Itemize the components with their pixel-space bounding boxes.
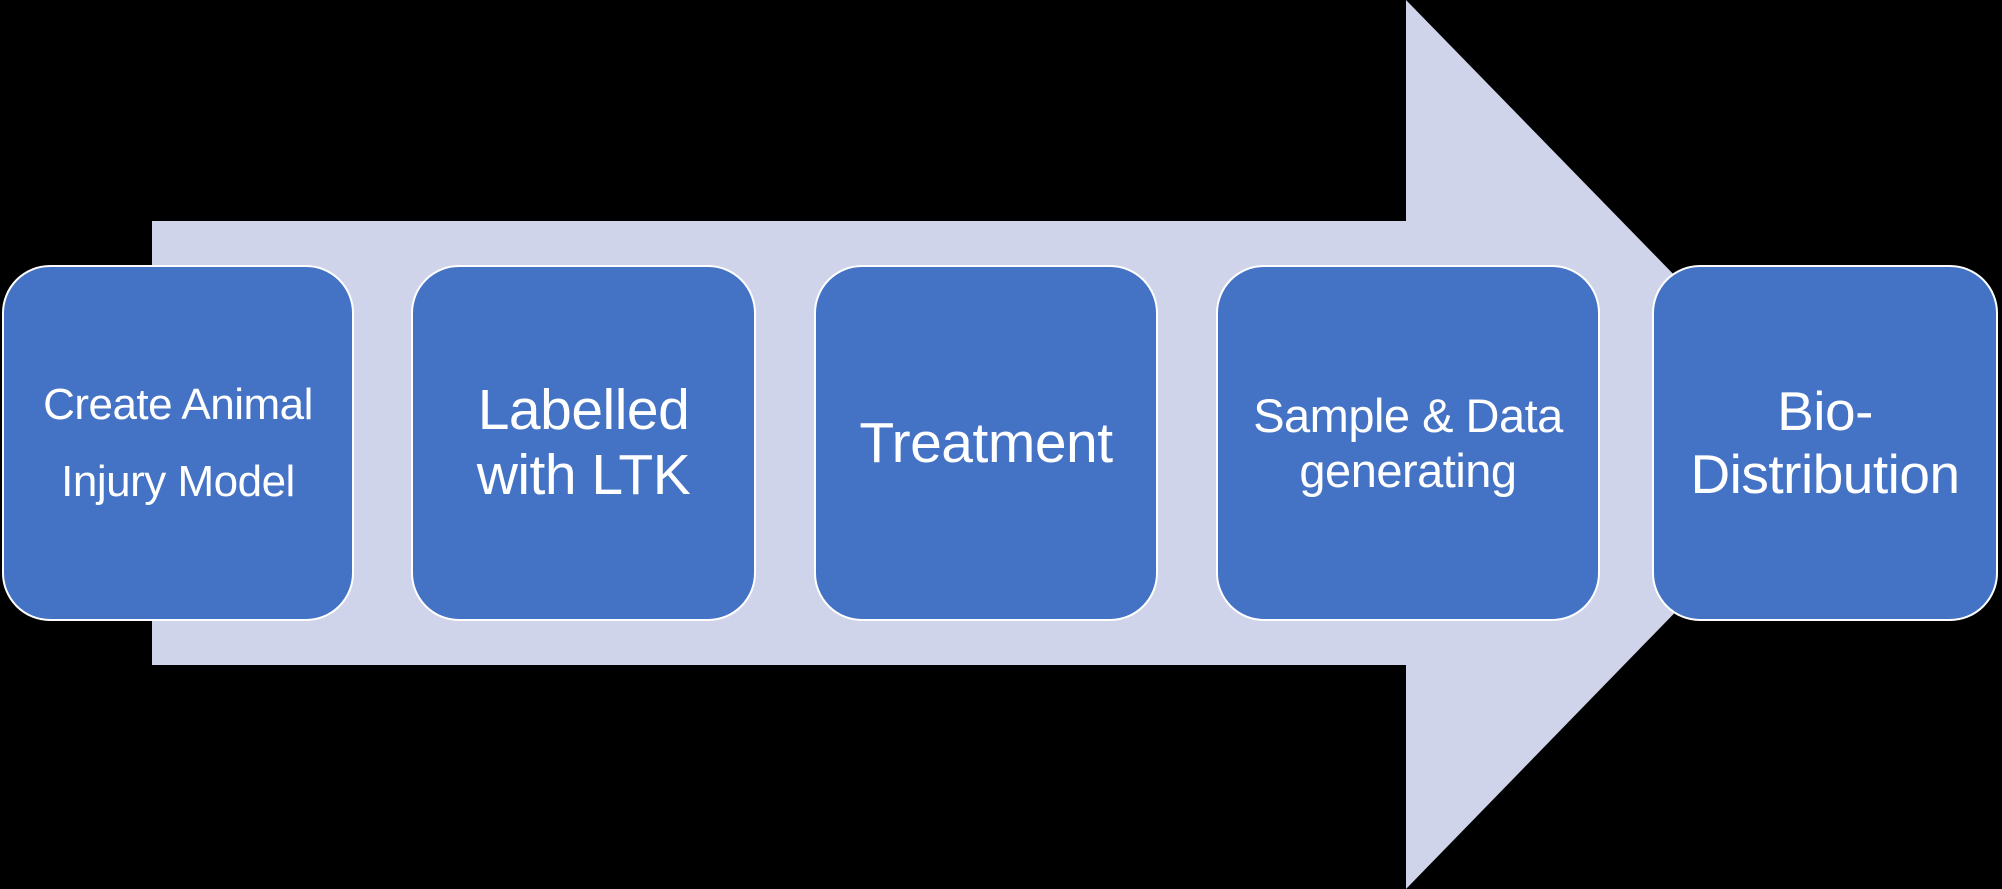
step-label-line: generating bbox=[1299, 444, 1517, 497]
step-box-create-animal-injury-model: Create Animal Injury Model bbox=[2, 265, 354, 621]
step-label-line: with LTK bbox=[476, 443, 691, 507]
step-box-sample-and-data-generating: Sample & Data generating bbox=[1216, 265, 1600, 621]
step-label-line: Sample & Data bbox=[1253, 389, 1563, 442]
step-box-treatment: Treatment bbox=[814, 265, 1158, 621]
step-box-labelled-with-ltk: Labelled with LTK bbox=[411, 265, 756, 621]
step-label-line: Injury Model bbox=[61, 457, 295, 506]
step-label-line: Treatment bbox=[859, 410, 1113, 475]
step-label-line: Bio- bbox=[1777, 380, 1873, 442]
step-label-line: Distribution bbox=[1690, 443, 1960, 505]
step-box-bio-distribution: Bio- Distribution bbox=[1652, 265, 1998, 621]
step-label-line: Create Animal bbox=[43, 380, 313, 429]
step-label-line: Labelled bbox=[477, 378, 690, 442]
